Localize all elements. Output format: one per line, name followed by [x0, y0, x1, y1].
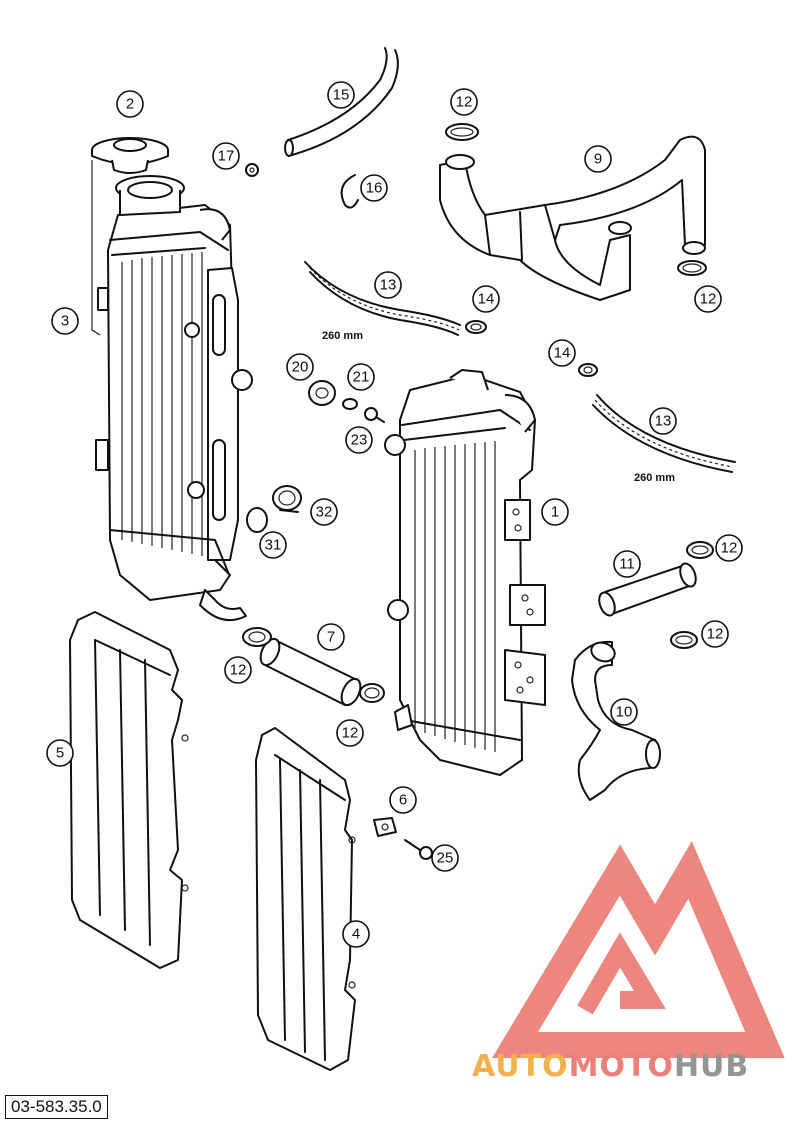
svg-text:12: 12 [456, 94, 473, 111]
left-shroud [69, 611, 189, 969]
svg-text:16: 16 [366, 180, 383, 197]
hose-11 [598, 562, 697, 617]
callout-10: 10 [610, 698, 638, 726]
svg-text:13: 13 [655, 413, 672, 430]
callout-11: 11 [613, 550, 641, 578]
callout-7: 7 [317, 623, 345, 651]
left-radiator [95, 175, 253, 622]
breather-hose-13-left [304, 261, 461, 336]
callout-14-left: 14 [472, 285, 500, 313]
breather-hose-13-right [592, 394, 736, 473]
radiator-cap [91, 137, 169, 174]
logo-text-hub: HUB [674, 1049, 749, 1084]
callout-21: 21 [347, 363, 375, 391]
callout-32: 32 [310, 498, 338, 526]
callout-31: 31 [259, 531, 287, 559]
svg-text:14: 14 [554, 345, 571, 362]
svg-text:12: 12 [700, 291, 717, 308]
svg-text:7: 7 [327, 629, 335, 646]
callout-6: 6 [389, 786, 417, 814]
plug-32 [272, 485, 302, 513]
svg-text:12: 12 [721, 540, 738, 557]
svg-text:3: 3 [61, 313, 69, 330]
clamp-12-hose10 [670, 631, 698, 649]
hose-7 [259, 637, 362, 707]
svg-text:2: 2 [126, 96, 134, 113]
hose-10 [571, 640, 661, 801]
clamp-14-left [465, 320, 487, 334]
svg-text:9: 9 [594, 151, 602, 168]
svg-text:31: 31 [265, 537, 282, 554]
svg-text:13: 13 [380, 277, 397, 294]
callout-20: 20 [286, 353, 314, 381]
svg-text:20: 20 [292, 359, 309, 376]
logo-text-moto: MOTO [569, 1049, 674, 1084]
svg-text:12: 12 [342, 725, 359, 742]
right-shroud [255, 727, 356, 1071]
svg-text:10: 10 [616, 704, 633, 721]
screw-23 [364, 407, 385, 423]
o-ring-31 [246, 507, 268, 533]
washer-21 [342, 398, 358, 410]
svg-text:21: 21 [353, 369, 370, 386]
svg-text:4: 4 [352, 926, 360, 943]
callout-13-left: 13 [374, 271, 402, 299]
hose-length-left: 260 mm [322, 330, 363, 342]
callout-12-hose7-left: 12 [224, 656, 252, 684]
svg-text:14: 14 [478, 291, 495, 308]
callout-3: 3 [51, 307, 79, 335]
clamp-12-hose7-top [242, 627, 272, 647]
callout-12-hose10: 12 [701, 620, 729, 648]
callout-5: 5 [46, 739, 74, 767]
hose-15 [284, 47, 399, 157]
svg-text:12: 12 [707, 626, 724, 643]
callout-12-right: 12 [694, 285, 722, 313]
automotohub-logo: AUTOMOTOHUB [472, 841, 785, 1084]
callout-1: 1 [541, 498, 569, 526]
callout-4: 4 [342, 920, 370, 948]
callout-2: 2 [116, 90, 144, 118]
clamp-14-right [578, 363, 598, 377]
svg-text:12: 12 [230, 662, 247, 679]
fitting-17 [245, 163, 259, 177]
clamp-12-top [445, 123, 479, 141]
callout-25: 25 [431, 844, 459, 872]
nut-6 [373, 817, 397, 837]
clamp-12-hose7-bottom [359, 683, 385, 703]
screw-25 [404, 839, 433, 860]
callout-12-top: 12 [450, 88, 478, 116]
hose-length-right: 260 mm [634, 472, 675, 484]
callout-12-hose11: 12 [715, 534, 743, 562]
right-radiator [384, 369, 546, 776]
clamp-12-right-top [677, 260, 707, 276]
callout-17: 17 [212, 142, 240, 170]
callout-13-right: 13 [649, 407, 677, 435]
clip-16 [340, 174, 359, 209]
svg-text:5: 5 [56, 745, 64, 762]
svg-text:17: 17 [218, 148, 235, 165]
callout-12-hose7-right: 12 [336, 719, 364, 747]
callout-9: 9 [584, 145, 612, 173]
svg-text:15: 15 [333, 87, 350, 104]
leader-3 [91, 160, 101, 336]
svg-text:23: 23 [351, 432, 368, 449]
svg-text:32: 32 [316, 504, 333, 521]
callout-14-right: 14 [548, 339, 576, 367]
svg-text:25: 25 [437, 850, 454, 867]
svg-text:11: 11 [619, 556, 635, 573]
callout-16: 16 [360, 174, 388, 202]
logo-text-auto: AUTO [472, 1049, 569, 1084]
drawing-code: 03-583.35.0 [5, 1095, 108, 1119]
svg-text:6: 6 [399, 792, 407, 809]
callout-23: 23 [345, 426, 373, 454]
svg-text:1: 1 [551, 504, 559, 521]
svg-text:AUTOMOTOHUB: AUTOMOTOHUB [472, 1049, 749, 1084]
clamp-12-hose11 [686, 541, 714, 559]
grommet-20 [308, 380, 336, 406]
hose-9-y-piece [439, 135, 706, 301]
callout-15: 15 [327, 81, 355, 109]
